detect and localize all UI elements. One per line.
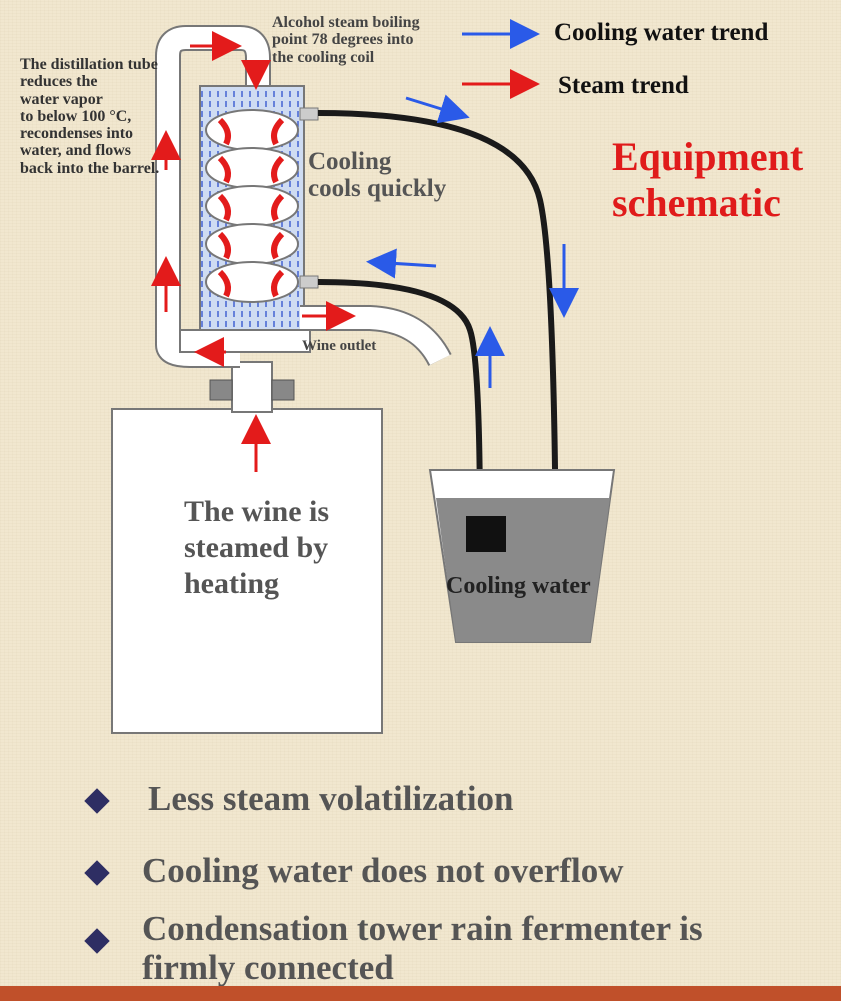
steam-arrows bbox=[151, 31, 356, 472]
bullet-diamond-icon bbox=[84, 928, 110, 954]
wine-outlet-label: Wine outlet bbox=[302, 338, 377, 354]
distillation-tube-note: The distillation tube reduces the water … bbox=[20, 56, 160, 177]
cooling-note: Cooling cools quickly bbox=[308, 148, 447, 202]
page-title: Equipment schematic bbox=[612, 134, 804, 225]
bullet-1: Less steam volatilization bbox=[84, 779, 514, 819]
legend-cooling-water-label: Cooling water trend bbox=[554, 19, 769, 46]
bullet-diamond-icon bbox=[84, 860, 110, 886]
bullet-3: Condensation tower rain fermenter is fir… bbox=[84, 909, 703, 987]
pump bbox=[466, 516, 506, 552]
bullet-diamond-icon bbox=[84, 788, 110, 814]
clamp-right bbox=[271, 379, 295, 401]
legend-steam-label: Steam trend bbox=[558, 72, 689, 99]
bullet-2: Cooling water does not overflow bbox=[84, 851, 624, 891]
alcohol-steam-note: Alcohol steam boiling point 78 degrees i… bbox=[272, 14, 420, 66]
boiler-neck bbox=[231, 361, 273, 413]
bottom-bar bbox=[0, 986, 841, 1001]
boiler-barrel bbox=[111, 408, 383, 734]
hose-inlet bbox=[317, 279, 483, 531]
hose-outlet bbox=[317, 110, 559, 631]
boiler-note: The wine is steamed by heating bbox=[184, 495, 330, 600]
clamp-left bbox=[209, 379, 233, 401]
cooling-water-label: Cooling water bbox=[446, 573, 591, 599]
water-arrows bbox=[366, 94, 579, 388]
cooling-coil bbox=[205, 109, 299, 303]
